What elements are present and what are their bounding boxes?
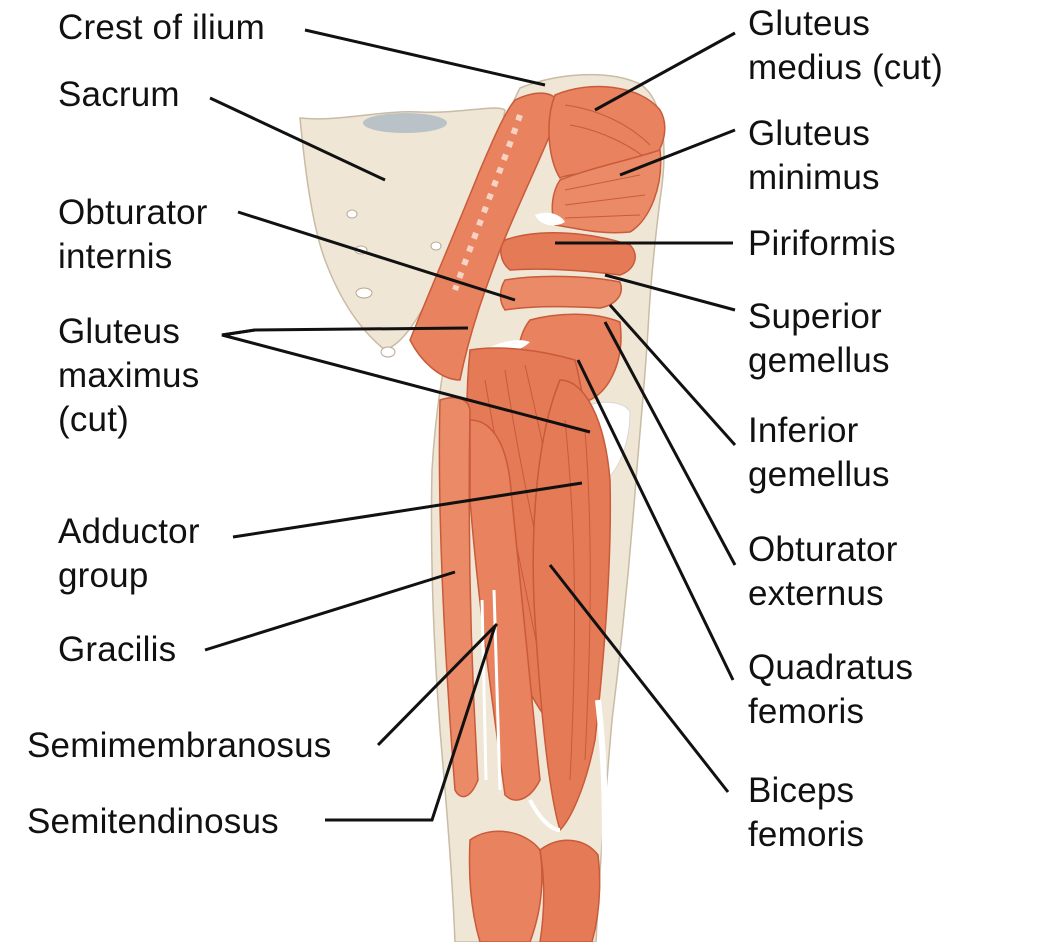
sacrum-top-surface <box>363 113 447 133</box>
label-biceps-femoris: Biceps femoris <box>748 771 865 854</box>
leader-semimembranosus <box>376 622 499 747</box>
label-quadratus-femoris: Quadratus femoris <box>748 648 914 731</box>
semitendinosus-muscle <box>469 419 541 801</box>
label-sacrum: Sacrum <box>58 75 180 114</box>
obturator-internus-muscle <box>499 275 622 311</box>
label-piriformis: Piriformis <box>748 224 896 263</box>
label-semitendinosus: Semitendinosus <box>27 802 279 841</box>
leader-obturator-externus <box>603 321 737 566</box>
label-gracilis: Gracilis <box>58 630 177 669</box>
calf-muscle-medial <box>468 830 543 942</box>
leader-gluteus-minimus <box>619 128 736 177</box>
leader-adductor-group <box>232 481 583 539</box>
leader-gracilis <box>204 570 456 652</box>
leader-quadratus-femoris <box>576 359 735 681</box>
calf-muscle-lateral <box>539 839 601 942</box>
leader-crest-of-ilium <box>304 28 546 87</box>
leader-inferior-gemellus <box>608 304 737 446</box>
label-superior-gemellus: Superior gemellus <box>748 297 890 380</box>
label-crest-of-ilium: Crest of ilium <box>58 8 266 47</box>
label-adductor-group: Adductor group <box>58 512 200 595</box>
leader-gluteus-medius <box>594 31 736 112</box>
label-obturator-internis: Obturator internis <box>58 193 208 276</box>
leader-obturator-internis <box>237 210 516 302</box>
label-gluteus-maximus: Gluteus maximus (cut) <box>58 312 200 439</box>
label-semimembranosus: Semimembranosus <box>27 726 332 765</box>
label-gluteus-minimus: Gluteus minimus <box>748 114 880 197</box>
leader-lines <box>204 28 737 822</box>
leader-semitendinosus <box>325 625 497 822</box>
leader-sacrum <box>209 96 386 182</box>
label-obturator-externus: Obturator externus <box>748 530 898 613</box>
label-inferior-gemellus: Inferior gemellus <box>748 411 890 494</box>
gracilis-muscle <box>438 397 479 798</box>
biceps-femoris-muscle <box>532 379 612 832</box>
leader-biceps-femoris <box>548 564 730 793</box>
label-gluteus-medius: Gluteus medius (cut) <box>748 4 943 87</box>
leader-superior-gemellus <box>604 273 736 312</box>
